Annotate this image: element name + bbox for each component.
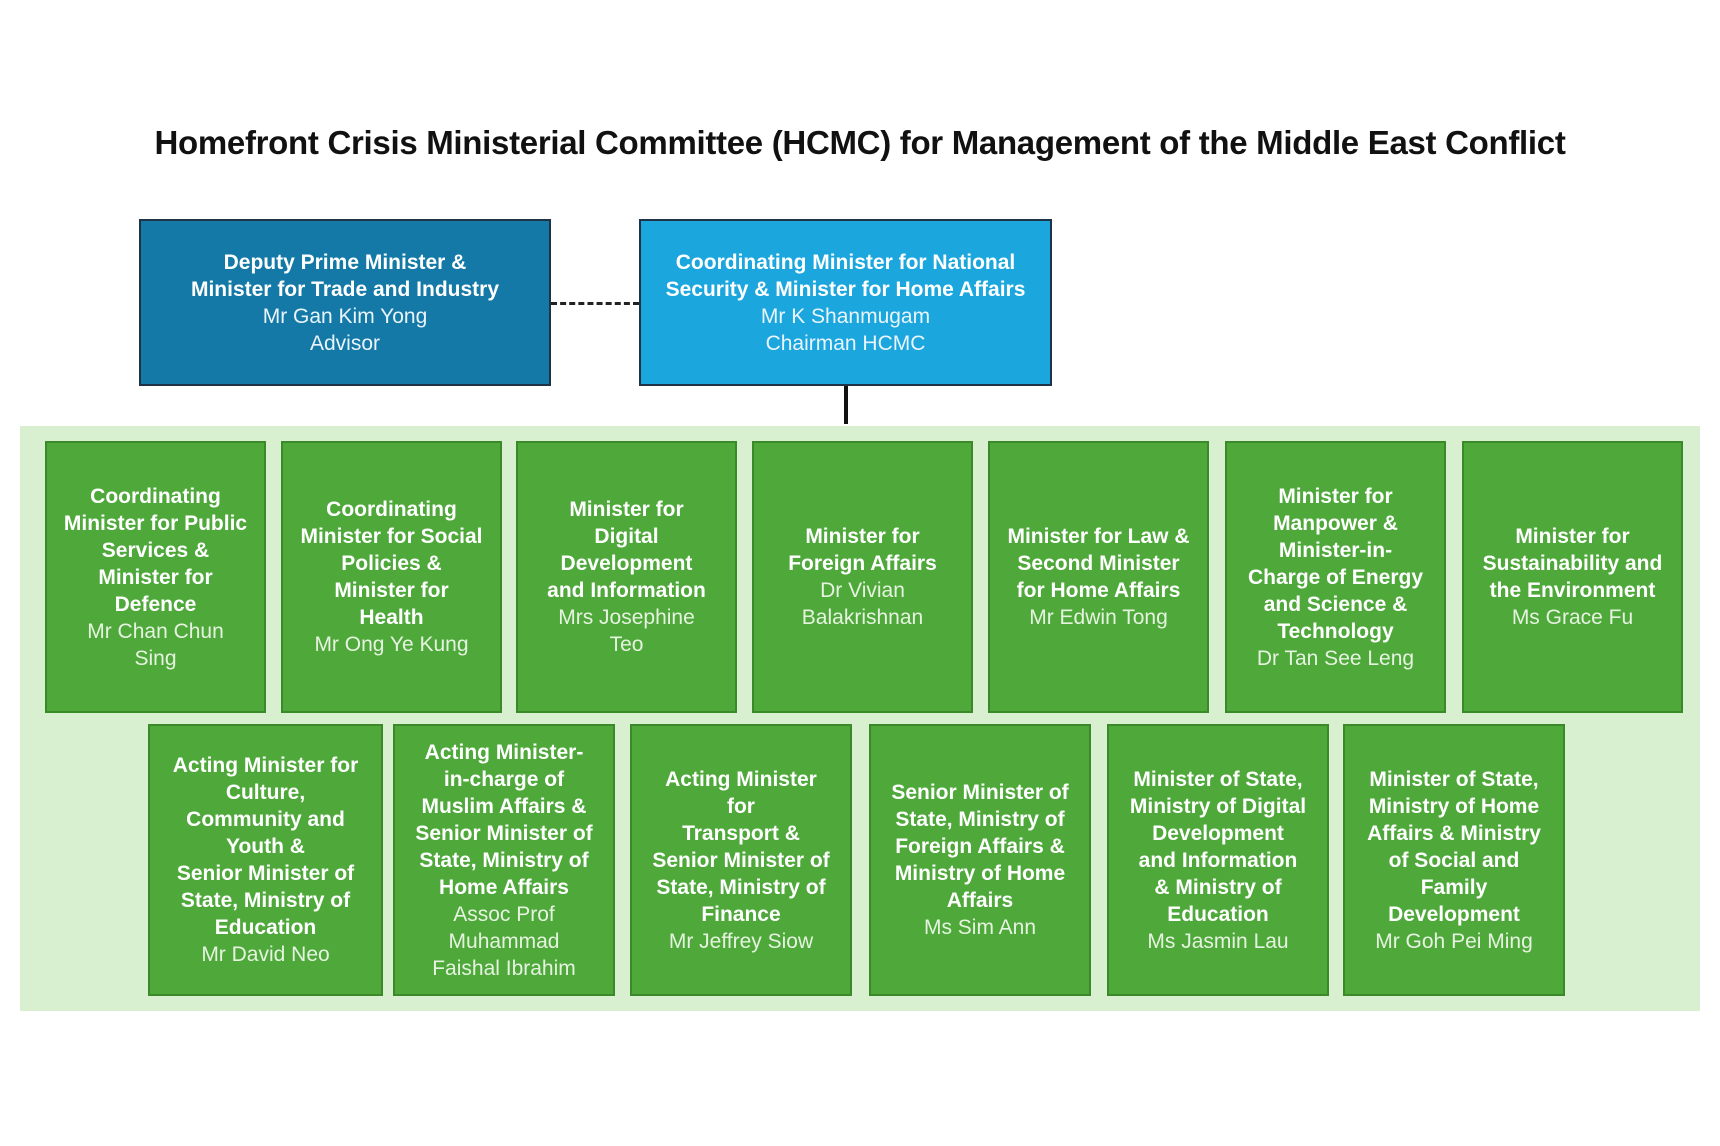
chairman-name: Mr K Shanmugam (760, 304, 931, 328)
member-role: Minister for Foreign Affairs (788, 525, 937, 575)
chairman-box: Coordinating Minister for National Secur… (639, 219, 1052, 386)
member-name: Mr Jeffrey Siow (668, 929, 814, 953)
member-box: Acting Minister for Culture, Community a… (148, 724, 383, 996)
advisory-dashed-connector (551, 302, 639, 305)
member-role: Senior Minister of State, Ministry of Fo… (891, 781, 1069, 912)
member-box: Acting Minister for Transport & Senior M… (630, 724, 852, 996)
member-role: Acting Minister for Culture, Community a… (172, 754, 359, 939)
member-box: Minister for Sustainability and the Envi… (1462, 441, 1683, 713)
member-name: Mr Ong Ye Kung (314, 633, 469, 656)
member-name: Ms Sim Ann (923, 916, 1037, 939)
member-role: Acting Minister for Transport & Senior M… (652, 767, 830, 926)
advisor-name: Mr Gan Kim Yong (262, 304, 428, 328)
member-role: Coordinating Minister for Social Policie… (300, 498, 483, 629)
member-name: Assoc Prof Muhammad Faishal Ibrahim (432, 902, 576, 980)
member-name: Ms Grace Fu (1511, 606, 1634, 629)
member-name: Mrs Josephine Teo (558, 606, 695, 656)
member-box: Acting Minister- in-charge of Muslim Aff… (393, 724, 615, 996)
member-name: Mr Goh Pei Ming (1375, 929, 1533, 953)
member-box: Minister of State, Ministry of Digital D… (1107, 724, 1329, 996)
member-box: Minister for Digital Development and Inf… (516, 441, 737, 713)
member-role: Minister for Sustainability and the Envi… (1482, 525, 1663, 602)
member-role: Minister of State, Ministry of Home Affa… (1367, 767, 1541, 926)
member-role: Acting Minister- in-charge of Muslim Aff… (415, 740, 593, 899)
member-role: Minister for Digital Development and Inf… (547, 498, 706, 602)
member-box: Senior Minister of State, Ministry of Fo… (869, 724, 1091, 996)
member-name: Mr Chan Chun Sing (87, 619, 224, 670)
member-box: Minister for Foreign Affairs Dr Vivian B… (752, 441, 973, 713)
diagram-title: Homefront Crisis Ministerial Committee (… (154, 124, 1566, 161)
member-box: Minister of State, Ministry of Home Affa… (1343, 724, 1565, 996)
member-box: Coordinating Minister for Social Policie… (281, 441, 502, 713)
chairman-title: Chairman HCMC (765, 331, 926, 355)
member-box: Minister for Law & Second Minister for H… (988, 441, 1209, 713)
member-name: Dr Tan See Leng (1256, 646, 1415, 670)
member-role: Coordinating Minister for Public Service… (63, 484, 248, 616)
member-name: Ms Jasmin Lau (1147, 929, 1289, 953)
member-role: Minister for Manpower & Minister-in- Cha… (1247, 484, 1424, 643)
member-box: Coordinating Minister for Public Service… (45, 441, 266, 713)
advisor-box: Deputy Prime Minister & Minister for Tra… (139, 219, 551, 386)
advisor-title: Advisor (309, 331, 381, 355)
advisor-role: Deputy Prime Minister & Minister for Tra… (190, 250, 500, 301)
member-role: Minister for Law & Second Minister for H… (1007, 525, 1190, 602)
chairman-to-members-connector (844, 386, 848, 424)
chairman-role: Coordinating Minister for National Secur… (665, 250, 1026, 301)
member-name: Mr Edwin Tong (1029, 606, 1168, 629)
member-name: Mr David Neo (201, 943, 330, 966)
member-role: Minister of State, Ministry of Digital D… (1129, 767, 1307, 926)
member-name: Dr Vivian Balakrishnan (801, 579, 924, 629)
member-box: Minister for Manpower & Minister-in- Cha… (1225, 441, 1446, 713)
